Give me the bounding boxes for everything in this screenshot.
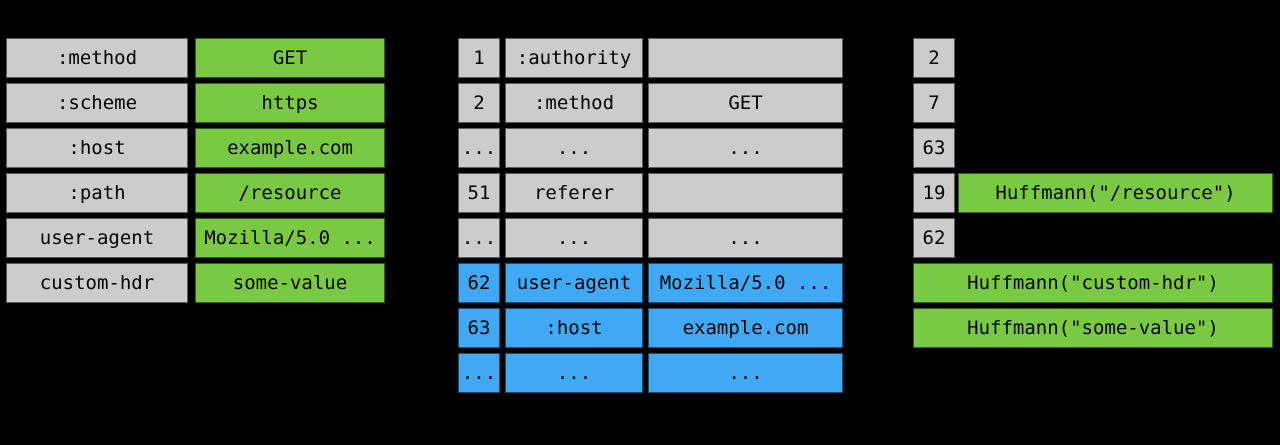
header-value-cell: Mozilla/5.0 ...: [195, 218, 385, 258]
header-value-cell: /resource: [195, 173, 385, 213]
huffmann-literal-cell: Huffmann("custom-hdr"): [913, 263, 1273, 303]
value-cell: ...: [648, 353, 843, 393]
index-cell: ...: [458, 128, 500, 168]
huffmann-literal-cell: Huffmann("/resource"): [958, 173, 1273, 213]
value-cell: GET: [648, 83, 843, 123]
header-name-cell: :method: [6, 38, 188, 78]
encoded-index-cell: 63: [913, 128, 955, 168]
encoded-output: 2 7 63 19 Huffmann("/resource") 62 Huffm…: [913, 38, 1273, 348]
index-cell: 63: [458, 308, 500, 348]
name-cell: :host: [505, 308, 643, 348]
header-name-cell: :host: [6, 128, 188, 168]
index-cell: ...: [458, 353, 500, 393]
header-value-cell: GET: [195, 38, 385, 78]
header-name-cell: user-agent: [6, 218, 188, 258]
header-row: :host example.com: [6, 128, 385, 168]
value-cell: [648, 173, 843, 213]
header-name-cell: :scheme: [6, 83, 188, 123]
encoded-index-cell: 19: [913, 173, 955, 213]
header-value-cell: https: [195, 83, 385, 123]
index-cell: 62: [458, 263, 500, 303]
index-cell: 51: [458, 173, 500, 213]
static-table-row: 2 :method GET: [458, 83, 843, 123]
value-cell: ...: [648, 218, 843, 258]
static-table-row: ... ... ...: [458, 218, 843, 258]
encoded-row: Huffmann("some-value"): [913, 308, 1273, 348]
header-name-cell: :path: [6, 173, 188, 213]
name-cell: ...: [505, 218, 643, 258]
header-name-cell: custom-hdr: [6, 263, 188, 303]
value-cell: Mozilla/5.0 ...: [648, 263, 843, 303]
index-cell: 1: [458, 38, 500, 78]
encoded-row: 63: [913, 128, 1273, 168]
encoded-row: 7: [913, 83, 1273, 123]
encoded-row: 2: [913, 38, 1273, 78]
index-cell: 2: [458, 83, 500, 123]
hpack-index-table: 1 :authority 2 :method GET ... ... ... 5…: [458, 38, 843, 393]
dynamic-table-row: ... ... ...: [458, 353, 843, 393]
name-cell: ...: [505, 353, 643, 393]
dynamic-table-row: 63 :host example.com: [458, 308, 843, 348]
header-row: :method GET: [6, 38, 385, 78]
static-table-row: 1 :authority: [458, 38, 843, 78]
header-row: custom-hdr some-value: [6, 263, 385, 303]
static-table-row: 51 referer: [458, 173, 843, 213]
static-table-row: ... ... ...: [458, 128, 843, 168]
encoded-row: Huffmann("custom-hdr"): [913, 263, 1273, 303]
name-cell: referer: [505, 173, 643, 213]
header-row: user-agent Mozilla/5.0 ...: [6, 218, 385, 258]
name-cell: user-agent: [505, 263, 643, 303]
header-value-cell: example.com: [195, 128, 385, 168]
header-row: :path /resource: [6, 173, 385, 213]
encoded-index-cell: 62: [913, 218, 955, 258]
index-cell: ...: [458, 218, 500, 258]
value-cell: [648, 38, 843, 78]
dynamic-table-row: 62 user-agent Mozilla/5.0 ...: [458, 263, 843, 303]
value-cell: example.com: [648, 308, 843, 348]
name-cell: ...: [505, 128, 643, 168]
name-cell: :authority: [505, 38, 643, 78]
name-cell: :method: [505, 83, 643, 123]
request-headers-table: :method GET :scheme https :host example.…: [6, 38, 385, 303]
encoded-index-cell: 7: [913, 83, 955, 123]
header-value-cell: some-value: [195, 263, 385, 303]
huffmann-literal-cell: Huffmann("some-value"): [913, 308, 1273, 348]
header-row: :scheme https: [6, 83, 385, 123]
encoded-row: 62: [913, 218, 1273, 258]
encoded-row: 19 Huffmann("/resource"): [913, 173, 1273, 213]
value-cell: ...: [648, 128, 843, 168]
encoded-index-cell: 2: [913, 38, 955, 78]
